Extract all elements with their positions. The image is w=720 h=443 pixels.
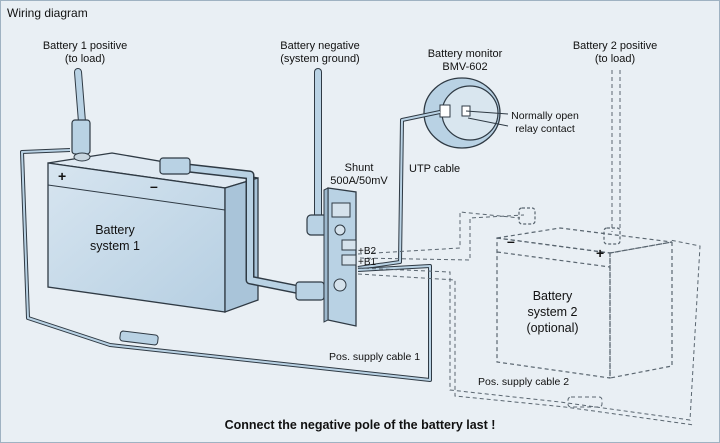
battery-monitor-label-line-2: BMV-602 [442,61,488,73]
shunt-label-line-2: 500A/50mV [330,175,388,187]
battery-2-label-line-3: (optional) [526,321,579,335]
battery-2 [496,227,673,379]
battery-1-positive-label-line-2: (to load) [64,53,106,65]
pos-supply-cable-1-label: Pos. supply cable 1 [329,351,421,363]
battery-2-positive-label: Battery 2 positive (to load) [555,40,675,66]
battery-2-label-line-2: system 2 [527,305,578,319]
shunt-label-line-1: Shunt [344,162,374,174]
battery-2-label: Battery system 2 (optional) [500,288,605,336]
battery-1-positive-label-line-1: Battery 1 positive [42,40,128,52]
battery-1-label: Battery system 1 [65,222,165,254]
battery-monitor [423,77,501,149]
battery-negative-label-line-2: (system ground) [280,53,360,65]
pos-supply-cable-1 [20,148,432,382]
battery-1-minus-sign: – [150,178,158,194]
battery-1-positive-label: Battery 1 positive (to load) [25,40,145,66]
battery-2-label-line-1: Battery [532,289,573,303]
battery-negative-cable [159,157,325,301]
battery-2-terminals [518,207,621,245]
battery-1-positive-cable [71,68,91,162]
battery-2-cables [357,70,701,426]
warning-message: Connect the negative pole of the battery… [224,418,496,432]
relay-contact-label-line-1: Normally open [511,110,579,122]
battery-2-minus-sign: – [507,233,515,249]
terminal-b2-label: +B2 [358,246,377,257]
shunt [323,187,357,327]
relay-contact-wires [465,110,509,127]
diagram-title: Wiring diagram [7,6,88,20]
battery-2-plus-sign: + [596,245,605,261]
battery-monitor-label: Battery monitor BMV-602 [410,48,520,74]
utp-cable [357,110,441,270]
battery-monitor-label-line-1: Battery monitor [427,48,503,60]
relay-contact-label: Normally open relay contact [505,110,585,136]
battery-2-positive-label-line-2: (to load) [594,53,636,65]
battery-1-label-line-2: system 1 [89,239,140,253]
utp-cable-label: UTP cable [409,163,461,175]
terminal-b1-label: +B1 [358,257,377,268]
shunt-label: Shunt 500A/50mV [324,162,394,188]
battery-2-positive-label-line-1: Battery 2 positive [572,40,658,52]
relay-contact-label-line-2: relay contact [515,123,575,135]
battery-negative-label: Battery negative (system ground) [260,40,380,66]
battery-1-label-line-1: Battery [95,223,135,237]
pos-supply-cable-2-label: Pos. supply cable 2 [478,376,570,388]
battery-1-plus-sign: + [58,168,67,184]
battery-negative-label-line-1: Battery negative [280,40,360,52]
